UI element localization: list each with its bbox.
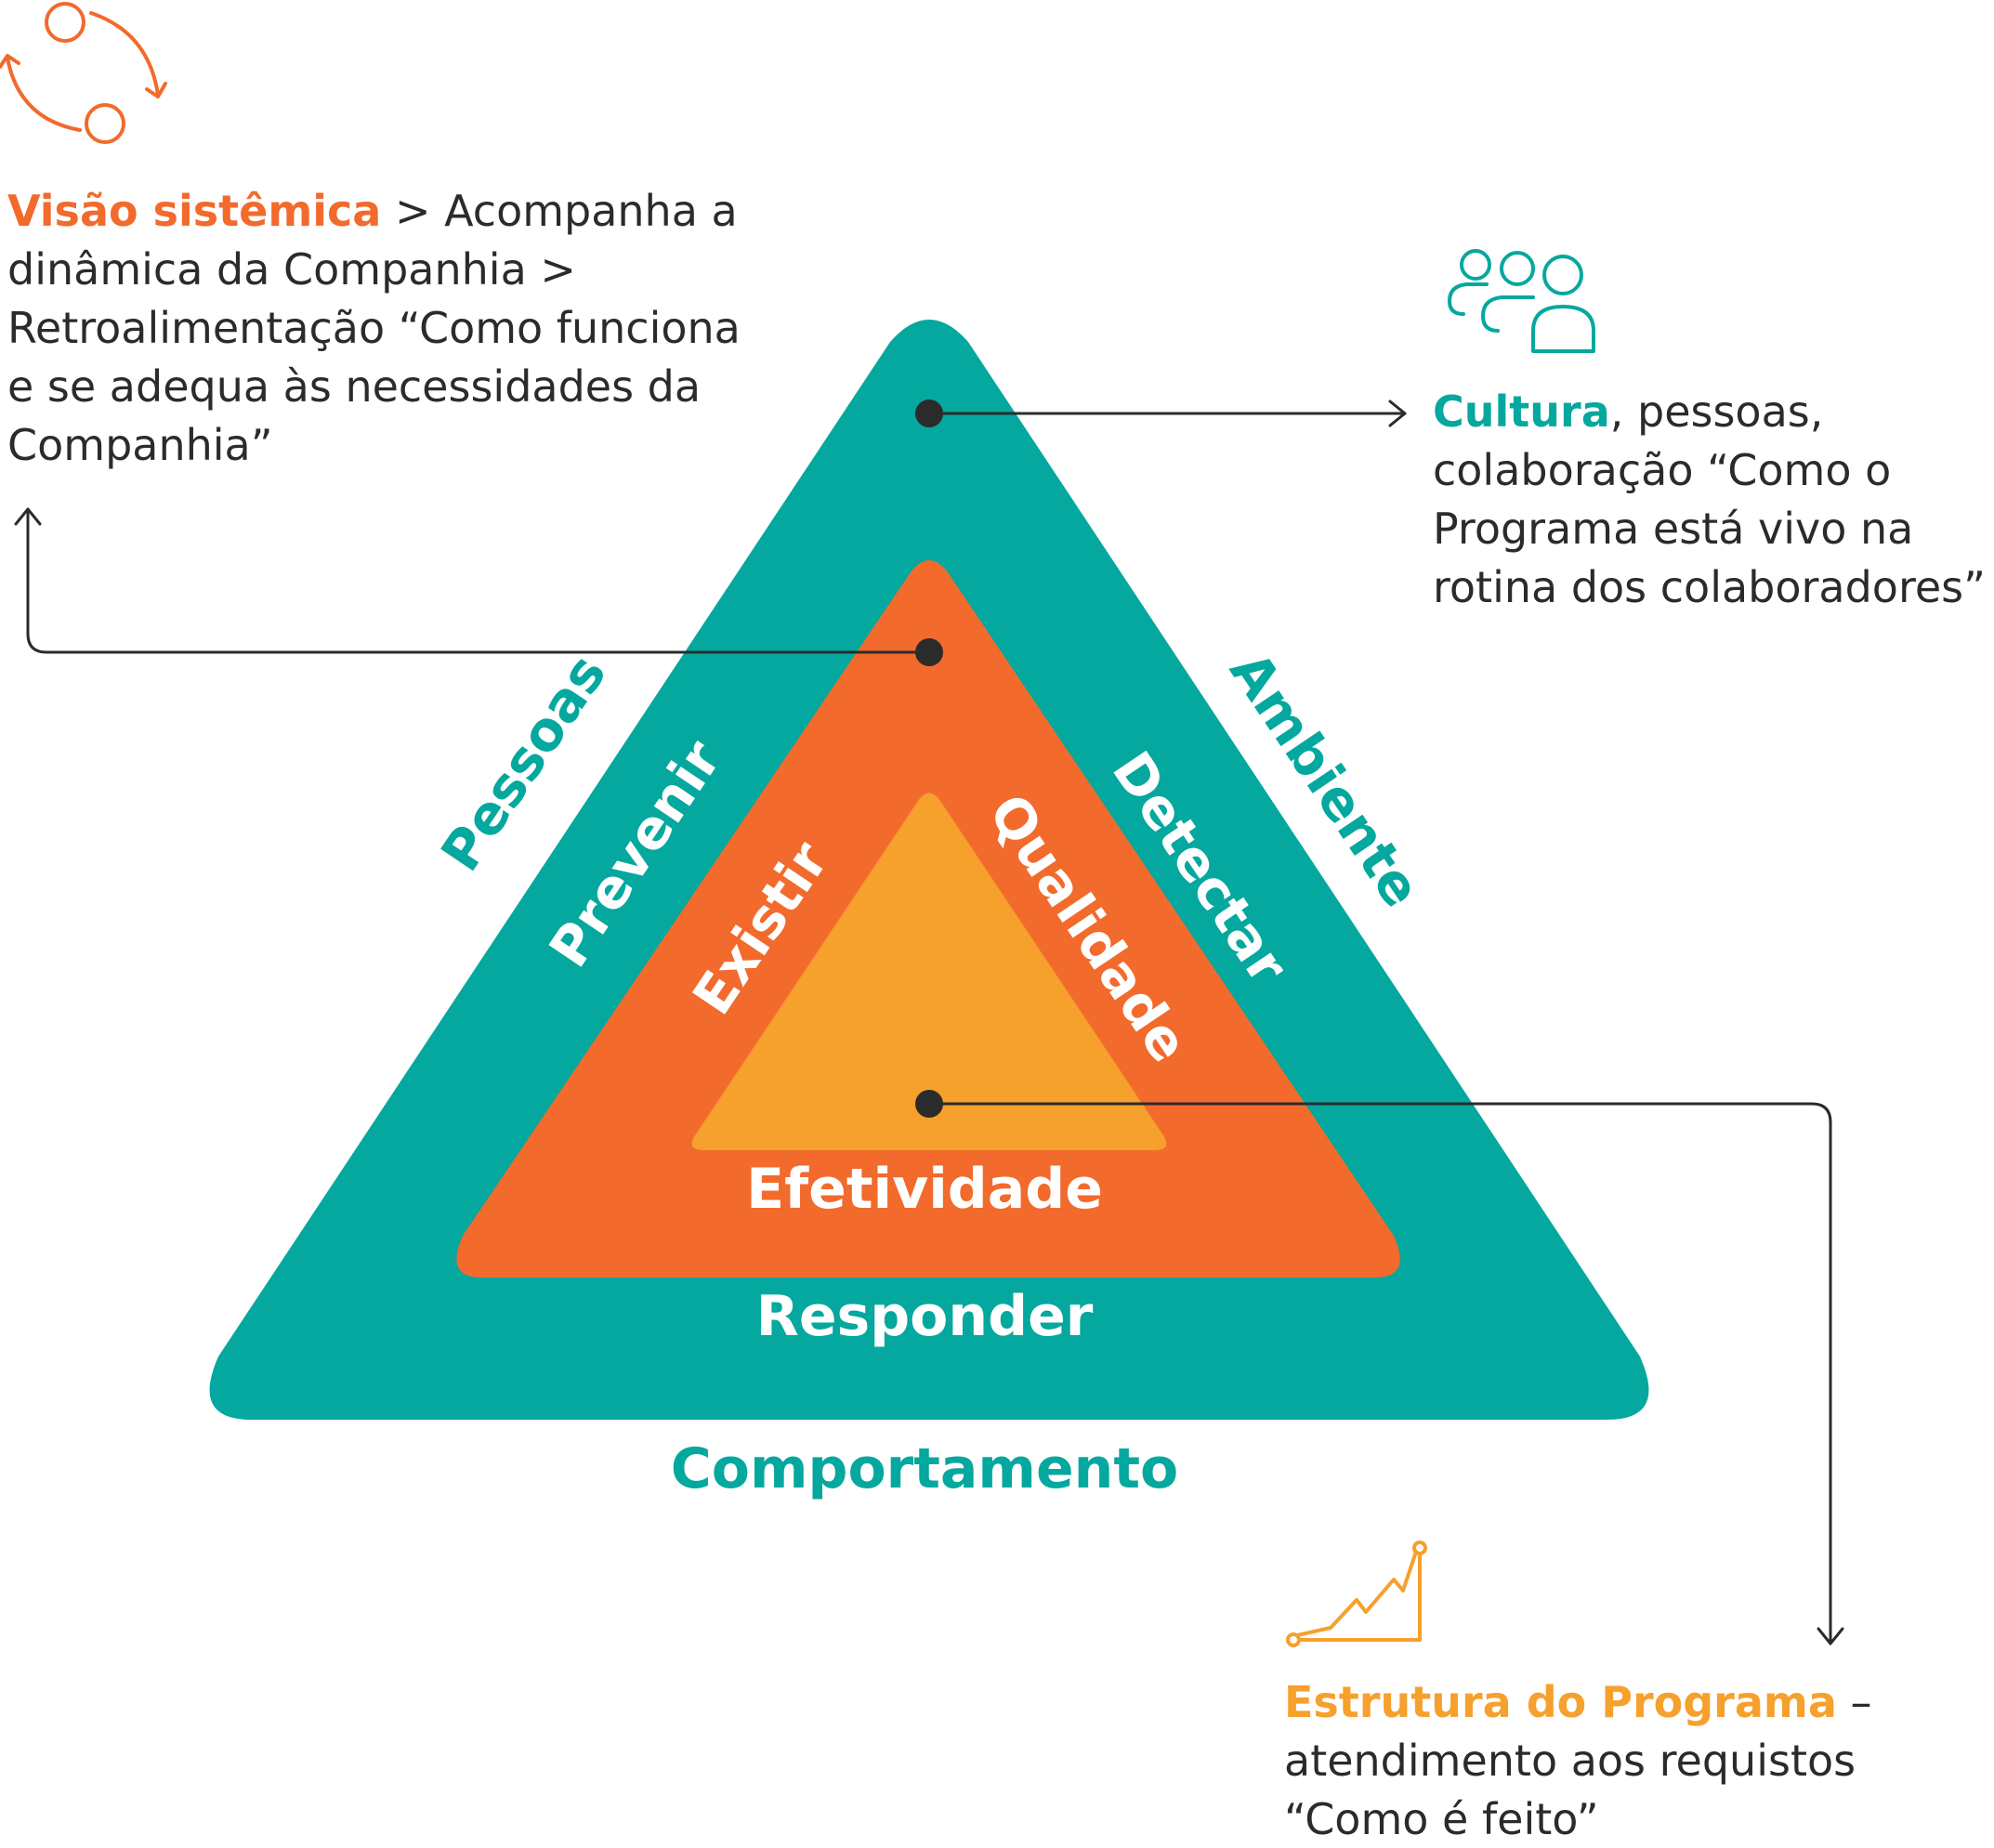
- arrowhead-cultura: [1388, 400, 1407, 427]
- people-group-icon: [1448, 249, 1595, 353]
- middle-bottom-label: Responder: [756, 1284, 1094, 1349]
- outer-bottom-label: Comportamento: [671, 1436, 1179, 1501]
- connector-estrutura: [927, 1102, 1832, 1645]
- estrutura-title: Estrutura do Programa: [1284, 1677, 1837, 1727]
- dot-estrutura: [915, 1090, 943, 1118]
- arrowhead-visao: [14, 507, 42, 526]
- inner-triangle: [691, 793, 1167, 1150]
- estrutura-callout: Estrutura do Programa – atendimento aos …: [1284, 1673, 1990, 1848]
- connector-visao: [26, 507, 931, 654]
- visao-sistemica-callout: Visão sistêmica > Acompanha a dinâmica d…: [7, 182, 769, 475]
- estrutura-text: – atendimento aos requistos “Como é feit…: [1284, 1677, 1872, 1844]
- dot-visao: [915, 638, 943, 666]
- growth-chart-icon: [1286, 1540, 1427, 1647]
- cycle-arrows-icon: [0, 2, 167, 144]
- cultura-callout: Cultura, pessoas, colaboração “Como o Pr…: [1433, 383, 1990, 617]
- arrowhead-estrutura: [1817, 1627, 1844, 1645]
- visao-sistemica-text: > Acompanha a dinâmica da Companhia > Re…: [7, 186, 741, 470]
- dot-cultura: [915, 400, 943, 427]
- visao-sistemica-title: Visão sistêmica: [7, 186, 382, 236]
- inner-bottom-label: Efetividade: [746, 1157, 1103, 1222]
- cultura-title: Cultura: [1433, 387, 1610, 437]
- cultura-text: , pessoas, colaboração “Como o Programa …: [1433, 387, 1986, 612]
